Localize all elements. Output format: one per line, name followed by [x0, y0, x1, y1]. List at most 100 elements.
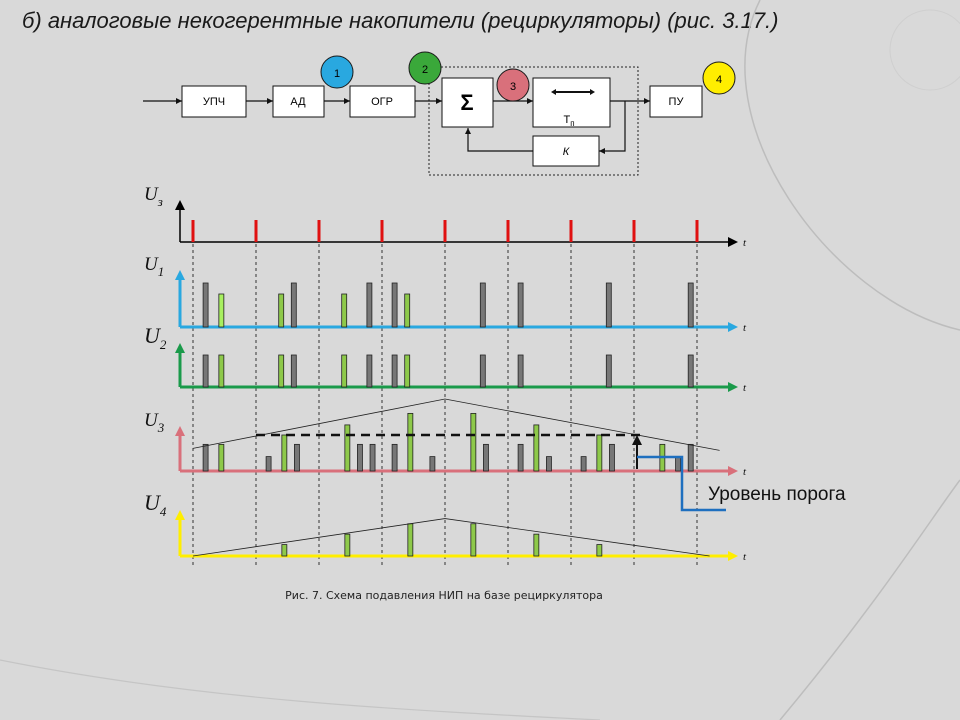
slide-title: б) аналоговые некогерентные накопители (…	[22, 8, 779, 33]
block-sum	[441, 77, 494, 128]
pulse-u3	[369, 443, 376, 472]
axis-0-x-arrow	[728, 237, 738, 247]
pulse-u2	[341, 354, 348, 388]
pulse-u2	[202, 354, 209, 388]
block-upch	[181, 85, 247, 118]
marker-2	[408, 51, 442, 85]
block-diagram: УПЧ АД ОГР Σ Tп К ПУ 1 2 3 4	[143, 51, 736, 176]
pulse-u4	[281, 544, 288, 557]
pulse-u3	[517, 443, 524, 472]
axis-3-label: U3	[144, 410, 165, 435]
u4-envelope	[192, 518, 710, 557]
pulse-u2	[605, 354, 612, 388]
pulse-u1	[391, 282, 398, 328]
block-sum-label: Σ	[460, 90, 473, 115]
pulse-u2	[218, 354, 225, 388]
block-pu	[649, 85, 703, 118]
pulse-u2	[479, 354, 486, 388]
pulse-u3	[687, 443, 694, 472]
marker-3-label: 3	[510, 81, 516, 93]
gate-pulse	[506, 220, 510, 242]
pulse-u1	[290, 282, 297, 328]
block-ad	[272, 85, 325, 118]
pulse-u3	[202, 443, 209, 472]
block-upch-label: УПЧ	[203, 96, 225, 108]
pulse-u3	[546, 456, 552, 472]
block-pu-label: ПУ	[669, 96, 685, 108]
marker-3	[496, 68, 530, 102]
pulse-u2	[366, 354, 373, 388]
pulse-u4	[533, 533, 540, 557]
axis-0-label: Uз	[144, 184, 163, 209]
pulse-u1	[366, 282, 373, 328]
threshold-label: Уровень порога	[708, 484, 846, 505]
pulse-u3	[344, 424, 351, 472]
pulse-u3	[596, 434, 603, 472]
pulse-u2	[278, 354, 285, 388]
pulse-u4	[344, 533, 351, 557]
block-delay-label: Tп	[563, 114, 574, 128]
pulse-u3	[265, 456, 272, 472]
pulse-u4	[470, 523, 477, 557]
gate-pulse	[695, 220, 699, 242]
axis-3-t-label: t	[743, 466, 747, 478]
block-ogr	[349, 85, 416, 118]
pulse-u1	[404, 293, 411, 328]
pulse-u3	[294, 443, 300, 472]
pulse-u3	[429, 456, 436, 472]
gate-pulse	[380, 220, 384, 242]
axis-1-label: U1	[144, 254, 164, 279]
pulse-u1	[341, 293, 348, 328]
gate-pulse	[632, 220, 636, 242]
pulse-u3	[357, 443, 363, 472]
marker-4	[702, 61, 736, 95]
gate-pulse	[317, 220, 321, 242]
pulse-u3	[533, 424, 540, 472]
axis-1-y-arrow	[175, 270, 185, 280]
axis-4-label: U4	[144, 490, 167, 519]
axis-2-label: U2	[144, 323, 167, 352]
marker-4-label: 4	[716, 74, 722, 86]
pulse-u4	[407, 523, 414, 557]
figure-caption: Рис. 7. Схема подавления НИП на базе рец…	[285, 589, 603, 602]
block-k	[532, 135, 600, 167]
pulse-u3	[470, 412, 477, 472]
threshold-callout-line	[637, 455, 726, 512]
pulse-u3	[218, 443, 225, 472]
axis-2-x-arrow	[728, 382, 738, 392]
pulse-u3	[580, 456, 587, 472]
pulse-u1	[202, 282, 209, 328]
pulse-u1	[479, 282, 486, 328]
gate-pulse	[443, 220, 447, 242]
block-k-label: К	[563, 146, 570, 158]
axis-3-y-arrow	[175, 426, 185, 436]
axis-1-x-arrow	[728, 322, 738, 332]
gate-pulse	[254, 220, 258, 242]
axis-1-t-label: t	[743, 322, 747, 334]
axis-4-t-label: t	[743, 551, 747, 563]
block-delay	[532, 77, 611, 128]
pulse-u3	[609, 443, 615, 472]
axis-3-x-arrow	[728, 466, 738, 476]
axis-0-y-arrow	[175, 200, 185, 210]
marker-2-label: 2	[422, 64, 428, 76]
axis-0-t-label: t	[743, 237, 747, 249]
accumulator-frame	[428, 66, 639, 176]
block-ogr-label: ОГР	[371, 96, 393, 108]
marker-1-label: 1	[334, 68, 340, 80]
pulse-u3	[407, 412, 414, 472]
gate-pulse	[569, 220, 573, 242]
pulse-u2	[517, 354, 524, 388]
pulse-u3	[675, 456, 681, 472]
marker-1	[320, 55, 354, 89]
pulse-u1	[605, 282, 612, 328]
pulse-u1	[517, 282, 524, 328]
pulse-u2	[290, 354, 297, 388]
pulse-u1	[218, 293, 225, 328]
axis-2-y-arrow	[175, 343, 185, 353]
pulse-u1	[687, 282, 694, 328]
pulse-u3	[483, 443, 489, 472]
pulse-u3	[391, 443, 398, 472]
